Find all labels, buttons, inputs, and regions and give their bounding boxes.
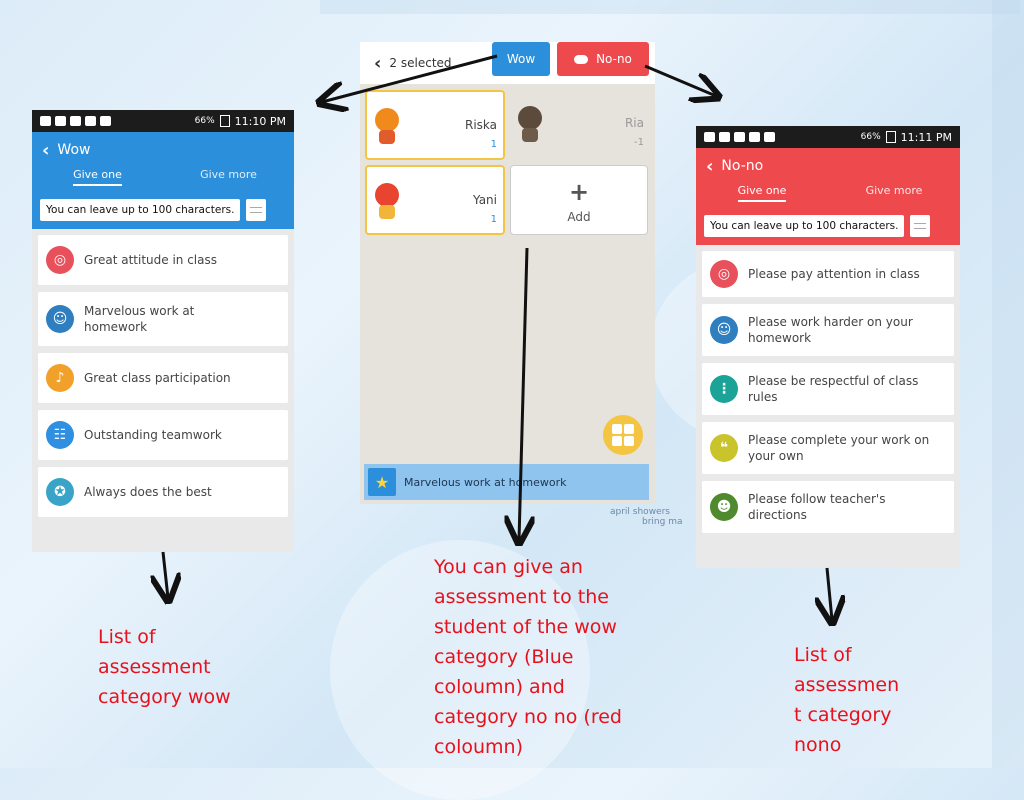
list-item[interactable]: ♪ Great class participation — [38, 353, 288, 403]
list-item[interactable]: ✪ Always does the best — [38, 467, 288, 517]
student-avatar-icon — [371, 181, 401, 221]
watermark-text: april showers bring ma — [610, 507, 683, 527]
team-icon: ☷ — [46, 421, 74, 449]
back-chevron-icon[interactable]: ‹ — [706, 155, 714, 177]
add-student-button[interactable]: + Add — [510, 165, 648, 235]
plus-icon: + — [568, 178, 590, 206]
note-input[interactable]: You can leave up to 100 characters. — [40, 199, 241, 221]
student-face-icon: ☺ — [46, 305, 74, 333]
star-icon: ★ — [368, 468, 396, 496]
list-item[interactable]: ❝ Please complete your work on your own — [702, 422, 954, 474]
status-time: 11:10 PM — [234, 114, 286, 128]
quote-icon: ❝ — [710, 434, 738, 462]
status-bar: 66% 11:11 PM — [696, 126, 960, 148]
note-input[interactable]: You can leave up to 100 characters. — [704, 215, 905, 237]
battery-percent: 66% — [194, 116, 215, 126]
rain-cloud-icon — [574, 54, 589, 64]
annotation-arrows — [0, 54, 1024, 768]
no-no-list: ◎ Please pay attention in class ☺ Please… — [696, 245, 960, 533]
battery-icon — [885, 131, 896, 143]
battery-percent: 66% — [860, 132, 881, 142]
target-icon: ◎ — [710, 260, 738, 288]
tab-give-more[interactable]: Give more — [200, 168, 257, 181]
status-time: 11:11 PM — [900, 130, 952, 144]
note-icon[interactable] — [246, 199, 267, 221]
back-chevron-icon[interactable]: ‹ — [374, 52, 382, 74]
arrow-left-caption — [163, 551, 168, 598]
arrow-to-wow-screen — [322, 54, 498, 102]
wow-screen: 66% 11:10 PM ‹ Wow Give one Give more Yo… — [32, 110, 294, 552]
list-item[interactable]: ☻ Please follow teacher's directions — [702, 481, 954, 533]
student-avatar-icon — [371, 106, 401, 146]
list-item[interactable]: ⋮ Please be respectful of class rules — [702, 363, 954, 415]
arrow-to-no-no-screen — [644, 64, 716, 96]
note-icon[interactable] — [910, 215, 931, 237]
wow-list: ◎ Great attitude in class ☺ Marvelous wo… — [32, 229, 294, 517]
arrow-from-add — [519, 247, 527, 540]
student-avatar-icon — [514, 104, 544, 144]
tab-give-one[interactable]: Give one — [32, 168, 163, 194]
page-title: Wow — [57, 142, 91, 158]
back-chevron-icon[interactable]: ‹ — [42, 139, 50, 161]
list-item[interactable]: ☺ Marvelous work at homework — [38, 292, 288, 346]
student-card-riska[interactable]: Riska 1 — [365, 90, 505, 160]
student-card-ria[interactable]: Ria -1 — [510, 90, 650, 160]
student-face-icon: ☺ — [710, 316, 738, 344]
list-item[interactable]: ☷ Outstanding teamwork — [38, 410, 288, 460]
caption-wow-list: List of assessment category wow — [98, 626, 231, 708]
caption-no-no-list: List of assessmen t category nono — [794, 644, 900, 756]
list-item[interactable]: ◎ Please pay attention in class — [702, 251, 954, 297]
battery-icon — [219, 115, 230, 127]
teacher-icon: ☻ — [710, 493, 738, 521]
no-no-button[interactable]: No-no — [557, 42, 649, 76]
page-title: No-no — [721, 158, 764, 174]
selected-assessment-bar[interactable]: ★ Marvelous work at homework — [364, 464, 649, 500]
app-bar: ‹ No-no Give one Give more You can leave… — [696, 148, 960, 245]
arrow-right-caption — [827, 567, 832, 620]
wow-button[interactable]: Wow — [492, 42, 550, 76]
status-bar: 66% 11:10 PM — [32, 110, 294, 132]
no-no-screen: 66% 11:11 PM ‹ No-no Give one Give more … — [696, 126, 960, 568]
target-icon: ◎ — [46, 246, 74, 274]
ribbon-icon: ✪ — [46, 478, 74, 506]
student-selection-screen: ‹ 2 selected Wow No-no Riska 1 Ria -1 Ya… — [360, 42, 655, 504]
traffic-light-icon: ⋮ — [710, 375, 738, 403]
selected-count: 2 selected — [389, 56, 452, 70]
microphone-icon: ♪ — [46, 364, 74, 392]
tab-give-more[interactable]: Give more — [865, 184, 923, 197]
list-item[interactable]: ◎ Great attitude in class — [38, 235, 288, 285]
tab-give-one[interactable]: Give one — [696, 184, 828, 210]
app-bar: ‹ Wow Give one Give more You can leave u… — [32, 132, 294, 229]
list-item[interactable]: ☺ Please work harder on your homework — [702, 304, 954, 356]
grid-view-button[interactable] — [603, 415, 643, 455]
student-card-yani[interactable]: Yani 1 — [365, 165, 505, 235]
caption-assessment: You can give an assessment to the studen… — [434, 556, 622, 758]
